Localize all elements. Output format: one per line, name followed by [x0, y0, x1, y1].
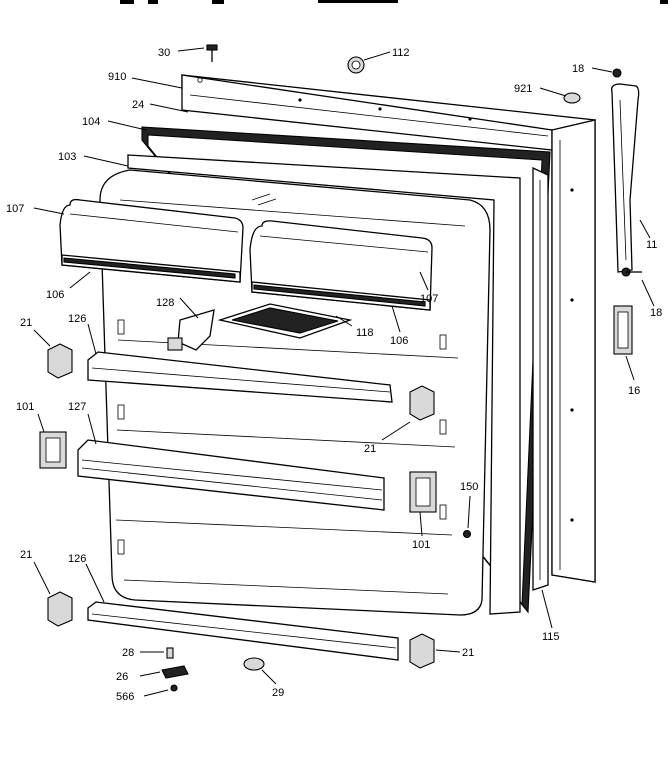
pin-28 — [166, 647, 174, 659]
shelf-support-101-left — [39, 431, 67, 469]
callout-103: 103 — [58, 151, 76, 163]
screw-150 — [462, 529, 472, 539]
bracket-26 — [161, 665, 189, 679]
callout-115: 115 — [542, 631, 560, 643]
plug-112 — [347, 56, 365, 74]
screw-566 — [170, 684, 178, 692]
cap-921 — [563, 92, 581, 104]
callout-921: 921 — [514, 83, 532, 95]
screw-18-side — [621, 267, 642, 277]
callout-101-left: 101 — [16, 401, 34, 413]
egg-tray — [217, 303, 353, 339]
callout-107-left: 107 — [6, 203, 24, 215]
callout-18-side: 18 — [650, 307, 662, 319]
callout-106-right: 106 — [390, 335, 408, 347]
callout-16: 16 — [628, 385, 640, 397]
shelf-support-left-upper — [47, 343, 73, 379]
leader-lines — [33, 47, 655, 697]
callout-labels: 30 112 18 910 921 24 104 103 107 11 18 1… — [6, 47, 662, 703]
liner-frame — [127, 154, 549, 615]
callout-26: 26 — [116, 671, 128, 683]
dairy-compartment-left — [59, 198, 244, 283]
callout-104: 104 — [82, 116, 100, 128]
cropped-header-marks — [120, 0, 668, 4]
callout-126-upper: 126 — [68, 313, 86, 325]
callout-566: 566 — [116, 691, 134, 703]
shelf-bar-middle — [77, 439, 385, 511]
callout-11: 11 — [646, 239, 657, 251]
callout-101-right: 101 — [412, 539, 430, 551]
outer-door-panel — [181, 74, 596, 583]
screw-18-top — [612, 68, 622, 78]
callout-112: 112 — [392, 47, 410, 59]
callout-30: 30 — [158, 47, 170, 59]
callout-126-lower: 126 — [68, 553, 86, 565]
bottle-retainer — [167, 309, 215, 351]
callout-106-left: 106 — [46, 289, 64, 301]
callout-910: 910 — [108, 71, 126, 83]
dairy-compartment-right — [249, 220, 433, 311]
shelf-support-right-lower — [409, 633, 435, 669]
hinge-bracket — [611, 83, 640, 273]
callout-24: 24 — [132, 99, 144, 111]
shelf-bar-lower — [87, 601, 399, 661]
callout-107-right: 107 — [420, 293, 438, 305]
callout-21-left-upper: 21 — [20, 317, 32, 329]
callout-28: 28 — [122, 647, 134, 659]
shelf-support-101-right — [409, 471, 437, 513]
callout-128: 128 — [156, 297, 174, 309]
hinge-cover — [613, 305, 633, 355]
callout-150: 150 — [460, 481, 478, 493]
callout-29: 29 — [272, 687, 284, 699]
callout-118: 118 — [356, 327, 374, 339]
shelf-support-right-upper — [409, 385, 435, 421]
callout-21-right-lower: 21 — [462, 647, 474, 659]
callout-21-right-upper: 21 — [364, 443, 376, 455]
callout-127: 127 — [68, 401, 86, 413]
shelf-support-left-lower — [47, 591, 73, 627]
callout-21-left-lower: 21 — [20, 549, 32, 561]
callout-18-top: 18 — [572, 63, 584, 75]
screw-30 — [206, 44, 218, 62]
bumper-29 — [243, 657, 265, 671]
